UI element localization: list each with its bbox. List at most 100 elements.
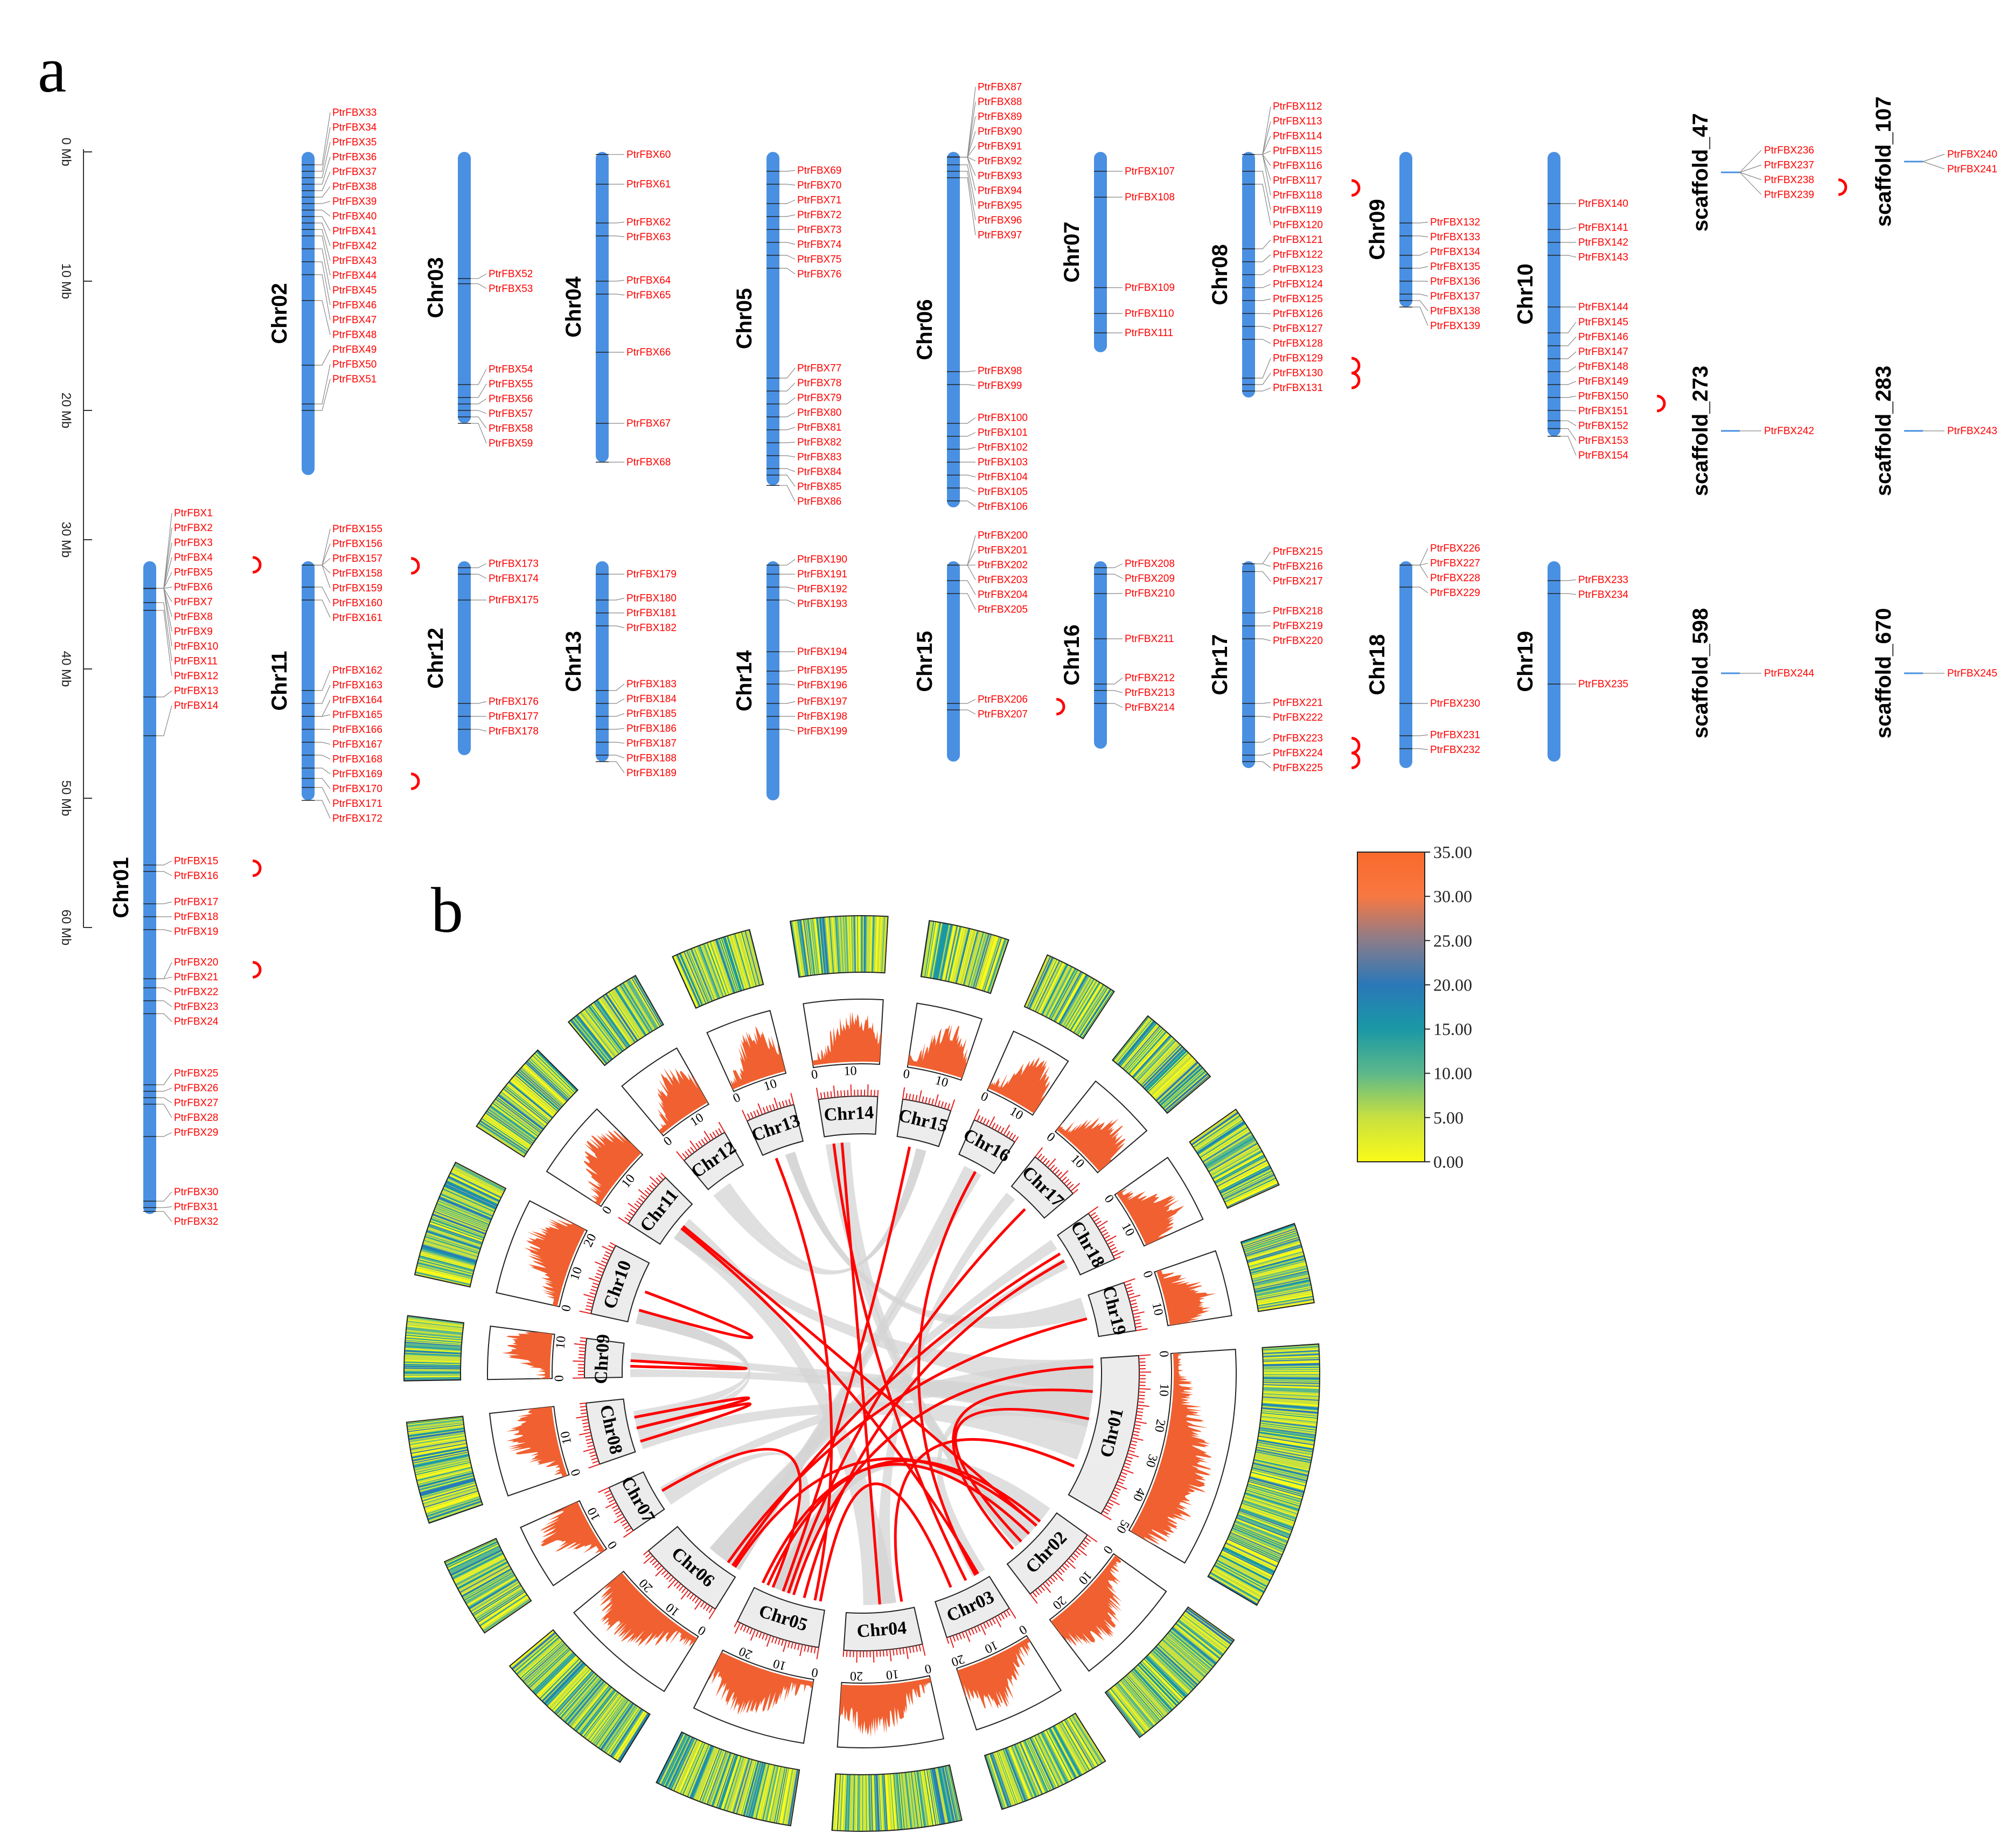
gene-label-ptrfbx145: PtrFBX145 — [1578, 317, 1628, 328]
heatmap-cell — [997, 1751, 1018, 1804]
heatmap-cell — [1217, 1160, 1268, 1188]
duplication-link-chr02-chr05 — [761, 1463, 1030, 1584]
heatmap-cell — [1146, 1050, 1188, 1092]
gene-label-ptrfbx243: PtrFBX243 — [1947, 426, 1997, 437]
heatmap-cell — [501, 1089, 547, 1126]
gene-label-ptrfbx74: PtrFBX74 — [797, 239, 842, 250]
heatmap-cell — [1162, 1638, 1205, 1677]
heatmap-cell — [524, 1063, 567, 1103]
heatmap-cell — [1075, 985, 1106, 1034]
heatmap-cell — [479, 1594, 528, 1627]
gene-connector — [1255, 339, 1271, 344]
heatmap-cell — [1059, 974, 1088, 1025]
gene-label-ptrfbx183: PtrFBX183 — [626, 679, 677, 690]
ideogram-tick — [998, 1615, 1002, 1621]
gene-connector — [1255, 551, 1271, 564]
ideogram-tick-label: 0 — [1016, 1622, 1029, 1637]
heatmap-cell — [924, 1769, 935, 1826]
heatmap-cell — [1136, 1040, 1176, 1082]
heatmap-cell — [697, 945, 719, 999]
heatmap-cell — [945, 1766, 959, 1822]
gene-label-ptrfbx91: PtrFBX91 — [978, 141, 1022, 152]
heatmap-cell — [1256, 1289, 1312, 1301]
heatmap-track-chr14 — [789, 915, 889, 978]
heatmap-cell — [1112, 1016, 1149, 1061]
heatmap-cell — [1236, 1516, 1290, 1538]
heatmap-cell — [1256, 1291, 1313, 1302]
heatmap-cell — [409, 1435, 466, 1446]
heatmap-cell — [443, 1186, 496, 1211]
density-histogram-chr01 — [1131, 1353, 1212, 1546]
heatmap-cell — [700, 944, 721, 999]
heatmap-cell — [1212, 1568, 1263, 1597]
ideogram-tick — [1095, 1220, 1102, 1225]
ideogram-tick — [1110, 1496, 1117, 1500]
heatmap-track-chr16 — [1023, 954, 1115, 1040]
heatmap-cell — [483, 1114, 531, 1148]
heatmap-cell — [1224, 1176, 1276, 1202]
heatmap-cell — [707, 942, 728, 996]
heatmap-cell — [547, 1665, 588, 1708]
gene-connector — [156, 1211, 172, 1222]
chromosome-label-chr06: Chr06 — [913, 299, 937, 360]
ideogram-tick — [649, 1184, 655, 1190]
heatmap-cell — [1067, 1718, 1097, 1767]
heatmap-cell — [476, 1590, 525, 1622]
gene-label-ptrfbx238: PtrFBX238 — [1764, 175, 1814, 186]
heatmap-cell — [567, 1680, 605, 1725]
gene-connector — [609, 280, 625, 282]
heatmap-cell — [723, 936, 742, 991]
gene-label-ptrfbx214: PtrFBX214 — [1125, 702, 1175, 714]
heatmap-cell — [559, 1675, 598, 1719]
gene-connector — [156, 602, 172, 661]
heatmap-cell — [1035, 960, 1062, 1013]
ideogram-tick — [1114, 1487, 1121, 1491]
heatmap-cell — [1256, 1286, 1312, 1298]
heatmap-cell — [1069, 981, 1100, 1031]
heatmap-cell — [1108, 1689, 1145, 1735]
heatmap-cell — [425, 1494, 480, 1513]
heatmap-cell — [442, 1189, 495, 1213]
gene-connector — [315, 714, 331, 717]
heatmap-cell — [1130, 1033, 1170, 1077]
gene-label-ptrfbx119: PtrFBX119 — [1273, 205, 1322, 216]
heatmap-cell — [1216, 1157, 1267, 1186]
heatmap-cell — [1070, 982, 1102, 1031]
scale-axis-label: 50 Mb — [59, 780, 73, 817]
ideogram-tick-label: 0 — [559, 1303, 574, 1313]
heatmap-cell — [1224, 1545, 1276, 1571]
heatmap-cell — [457, 1561, 508, 1589]
heatmap-cell — [1030, 958, 1055, 1010]
heatmap-cell — [1147, 1655, 1189, 1696]
ideogram-tick — [628, 1202, 638, 1211]
heatmap-cell — [1231, 1528, 1285, 1551]
heatmap-cell — [486, 1110, 534, 1144]
heatmap-cell — [605, 993, 639, 1041]
ideogram-tick — [769, 1105, 772, 1112]
heatmap-cell — [1255, 1279, 1311, 1292]
heatmap-cell — [1249, 1254, 1305, 1271]
heatmap-cell — [440, 1193, 493, 1217]
gene-label-ptrfbx79: PtrFBX79 — [797, 392, 841, 403]
heatmap-cell — [624, 981, 655, 1031]
heatmap-cell — [1253, 1275, 1309, 1289]
gene-connector — [1560, 255, 1577, 258]
heatmap-cell — [520, 1067, 564, 1106]
tandem-duplication-arc — [1351, 372, 1361, 389]
heatmap-cell — [1144, 1048, 1185, 1089]
gene-connector — [960, 370, 976, 372]
heatmap-cell — [1231, 1529, 1284, 1552]
gene-connector — [609, 684, 625, 691]
heatmap-cell — [442, 1188, 495, 1212]
heatmap-cell — [1228, 1537, 1280, 1561]
ideogram-chr13 — [746, 1104, 804, 1156]
heatmap-cell — [1253, 1272, 1309, 1286]
heatmap-cell — [470, 1581, 520, 1612]
density-histogram-chr09 — [501, 1332, 553, 1379]
heatmap-cell — [699, 945, 721, 999]
ideogram-tick — [1114, 1256, 1121, 1260]
heatmap-cell — [1139, 1663, 1180, 1705]
gene-label-ptrfbx96: PtrFBX96 — [978, 215, 1022, 226]
gene-label-ptrfbx139: PtrFBX139 — [1430, 320, 1480, 332]
ideogram-tick — [579, 1432, 591, 1436]
